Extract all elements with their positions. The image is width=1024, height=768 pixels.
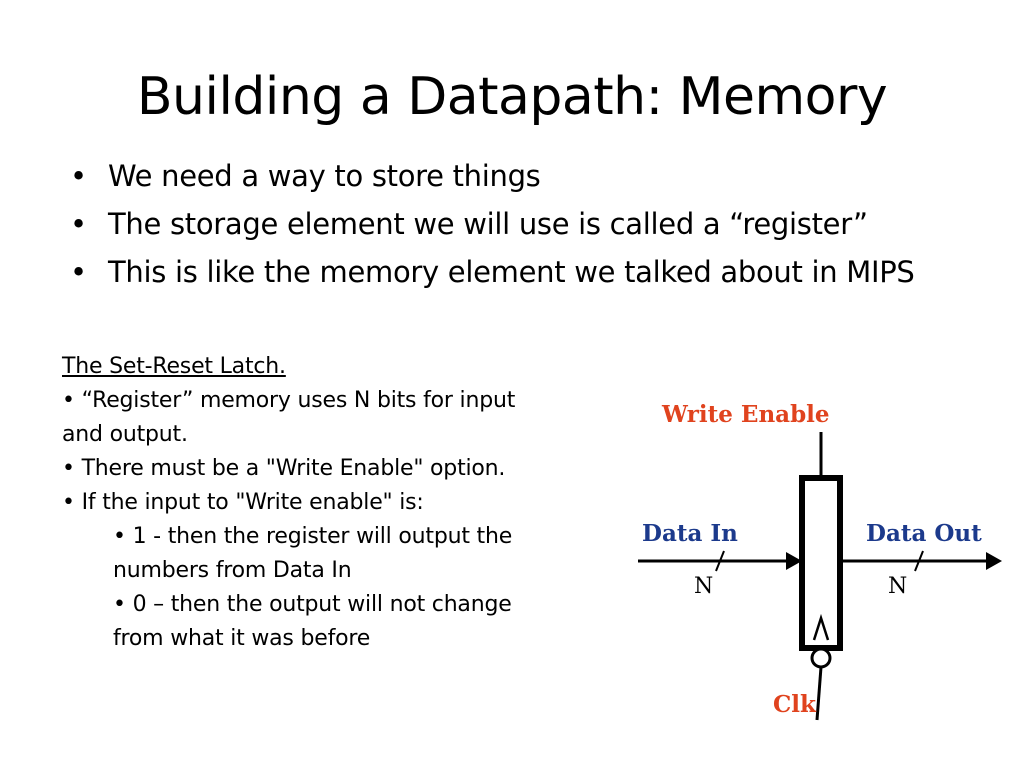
clock-wire: [815, 666, 823, 721]
bullet-item: • This is like the memory element we talk…: [70, 248, 915, 296]
clock-edge-triangle: [812, 613, 830, 641]
register-diagram: Write Enable Data In N Data Out N Clk: [638, 401, 1002, 721]
clock-inversion-bubble: [810, 647, 832, 669]
data-out-width: N: [888, 574, 907, 599]
slide-title: Building a Datapath: Memory: [136, 67, 888, 127]
data-in-width: N: [694, 574, 713, 599]
bullet-glyph: •: [70, 207, 87, 241]
bullet-text: We need a way to store things: [108, 159, 541, 193]
bullet-text: The storage element we will use is calle…: [108, 207, 868, 241]
latch-subline: • 0 – then the output will not change: [113, 592, 512, 617]
register-box: [799, 475, 843, 651]
latch-subline: from what it was before: [113, 626, 371, 651]
data-in-label: Data In: [642, 520, 738, 547]
latch-description: The Set-Reset Latch. • “Register” memory…: [62, 350, 602, 656]
bullet-glyph: •: [70, 255, 87, 289]
latch-line: • There must be a "Write Enable" option.: [62, 456, 506, 481]
latch-line: and output.: [62, 422, 188, 447]
latch-subline: numbers from Data In: [113, 558, 352, 583]
bullet-item: • The storage element we will use is call…: [70, 200, 915, 248]
data-in-bus-slash: [715, 550, 725, 572]
write-enable-label: Write Enable: [661, 401, 830, 428]
latch-line: • If the input to "Write enable" is:: [62, 490, 424, 515]
bullet-text: This is like the memory element we talke…: [108, 255, 915, 289]
data-out-bus-slash: [914, 550, 924, 572]
clock-label: Clk: [773, 691, 817, 718]
bullet-list: • We need a way to store things • The stor…: [70, 152, 915, 296]
data-out-arrowhead: [986, 552, 1002, 570]
latch-line: • “Register” memory uses N bits for inpu…: [62, 388, 516, 413]
data-out-label: Data Out: [866, 520, 982, 547]
bullet-item: • We need a way to store things: [70, 152, 915, 200]
latch-subline: • 1 - then the register will output the: [113, 524, 513, 549]
data-in-arrowhead: [786, 552, 802, 570]
bullet-glyph: •: [70, 159, 87, 193]
latch-heading: The Set-Reset Latch.: [62, 354, 286, 379]
